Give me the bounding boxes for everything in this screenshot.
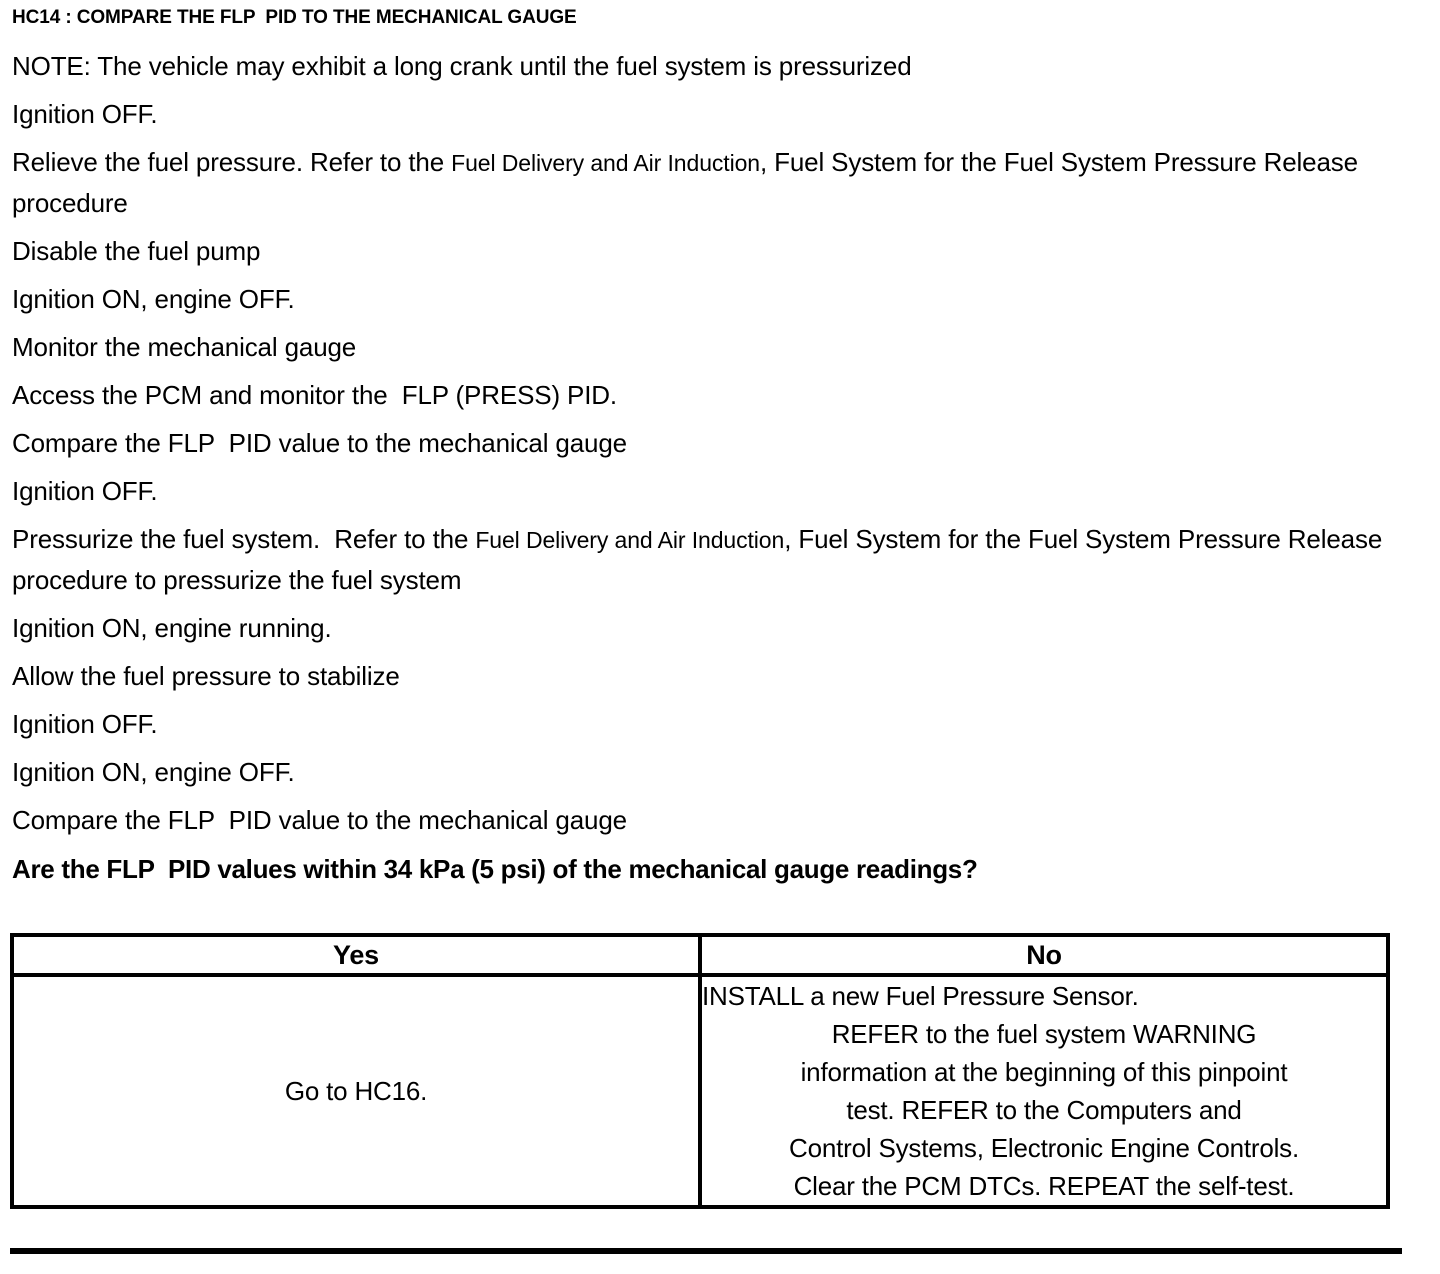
- table-header-row: Yes No: [10, 933, 1390, 977]
- cell-no-line: INSTALL a new Fuel Pressure Sensor.: [702, 981, 1139, 1011]
- cell-no-action[interactable]: INSTALL a new Fuel Pressure Sensor. REFE…: [698, 973, 1390, 1209]
- step-text-tail: , Fuel System for the Fuel System Pressu…: [12, 147, 1365, 218]
- step-item: Allow the fuel pressure to stabilize: [12, 661, 400, 691]
- decision-table: Yes No Go to HC16. INSTALL a new Fuel Pr…: [10, 933, 1390, 1209]
- step-item: Ignition ON, engine OFF.: [12, 284, 295, 314]
- step-list: NOTE: The vehicle may exhibit a long cra…: [12, 46, 1412, 886]
- step-item: Ignition OFF.: [12, 476, 158, 506]
- table-row: Go to HC16. INSTALL a new Fuel Pressure …: [10, 973, 1390, 1209]
- step-item: Pressurize the fuel system. Refer to the…: [12, 519, 1412, 600]
- footer-divider: [10, 1248, 1402, 1254]
- step-text-lead: Relieve the fuel pressure. Refer to the: [12, 147, 452, 177]
- step-item: Compare the FLP PID value to the mechani…: [12, 805, 627, 835]
- cross-reference-link[interactable]: Fuel Delivery and Air Induction: [475, 527, 785, 553]
- step-item: Ignition OFF.: [12, 99, 158, 129]
- cross-reference-link[interactable]: Fuel Delivery and Air Induction: [451, 150, 760, 176]
- cell-yes-action[interactable]: Go to HC16.: [10, 973, 702, 1209]
- cell-no-line: REFER to the fuel system WARNING: [831, 1019, 1257, 1049]
- step-text-tail: , Fuel System for the Fuel System Pressu…: [12, 524, 1390, 595]
- cell-no-line: Clear the PCM DTCs. REPEAT the self-test…: [793, 1171, 1295, 1201]
- cell-no-line: information at the beginning of this pin…: [800, 1057, 1288, 1087]
- cell-no-line: Control Systems, Electronic Engine Contr…: [789, 1133, 1299, 1163]
- decision-question: Are the FLP PID values within 34 kPa (5 …: [12, 854, 978, 884]
- page-title: HC14 : COMPARE THE FLP PID TO THE MECHAN…: [12, 7, 577, 28]
- step-item: Compare the FLP PID value to the mechani…: [12, 428, 627, 458]
- step-item: Disable the fuel pump: [12, 236, 261, 266]
- step-item: Access the PCM and monitor the FLP (PRES…: [12, 380, 617, 410]
- step-text-lead: Pressurize the fuel system. Refer to the: [12, 524, 476, 554]
- step-item: Relieve the fuel pressure. Refer to the …: [12, 142, 1412, 223]
- step-item: Monitor the mechanical gauge: [12, 332, 357, 362]
- table-header-no: No: [698, 933, 1390, 977]
- step-item: Ignition ON, engine OFF.: [12, 757, 295, 787]
- step-item: Ignition ON, engine running.: [12, 613, 332, 643]
- step-item: Ignition OFF.: [12, 709, 158, 739]
- cell-no-line: test. REFER to the Computers and: [846, 1095, 1242, 1125]
- table-header-yes: Yes: [10, 933, 702, 977]
- step-item: NOTE: The vehicle may exhibit a long cra…: [12, 51, 912, 81]
